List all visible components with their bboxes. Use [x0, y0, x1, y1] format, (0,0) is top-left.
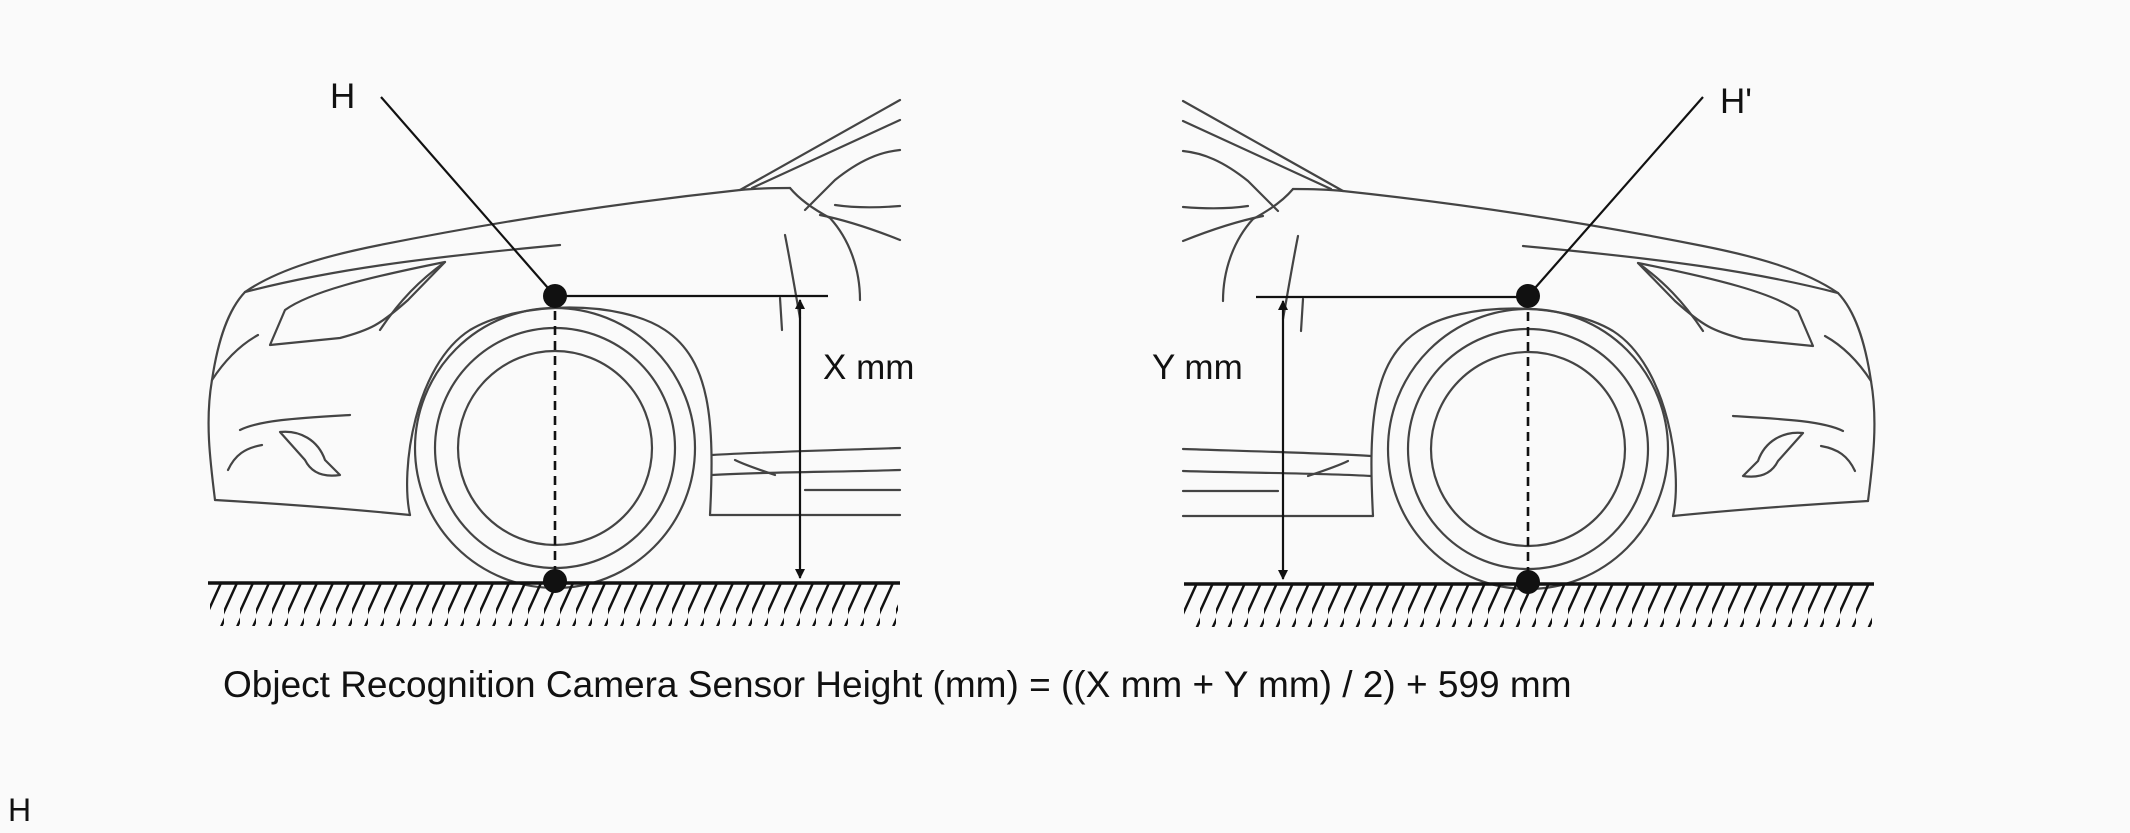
left-dimension-label: X mm [823, 348, 914, 387]
right-point-label: H' [1720, 82, 1752, 121]
right-ground-point [1516, 570, 1540, 594]
right-dimension-label: Y mm [1152, 348, 1243, 387]
left-point-label: H [330, 77, 355, 116]
left-top-point [543, 284, 567, 308]
left-ground-point [543, 569, 567, 593]
right-measurement [1256, 96, 1704, 594]
left-measurement [380, 96, 828, 593]
height-formula: Object Recognition Camera Sensor Height … [223, 664, 1572, 705]
right-top-point [1516, 284, 1540, 308]
footer-tag: H [8, 792, 31, 828]
